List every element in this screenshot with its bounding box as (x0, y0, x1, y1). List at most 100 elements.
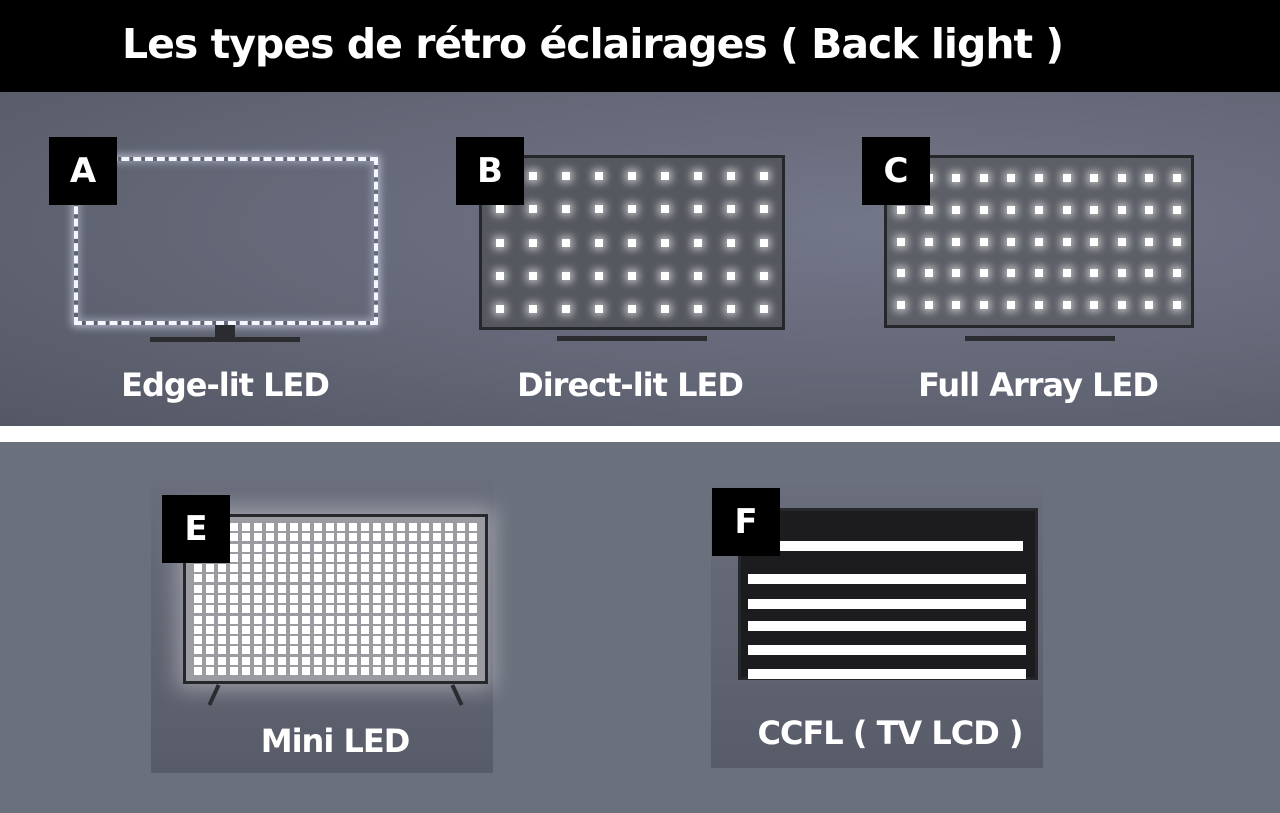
led-dot (361, 646, 370, 655)
led-dot (241, 625, 250, 634)
led-dot (313, 615, 322, 624)
led-dot (397, 595, 406, 603)
led-dot (217, 656, 226, 665)
led-dot (205, 595, 214, 603)
label-a: A (49, 137, 117, 205)
led-dot (433, 667, 442, 675)
led-dot (529, 205, 537, 214)
led-dot (277, 667, 286, 675)
led-dot (628, 305, 636, 313)
led-dot (229, 646, 238, 655)
led-dot (373, 564, 382, 573)
led-dot (265, 553, 274, 562)
led-dot (385, 656, 394, 665)
led-dot (217, 595, 226, 603)
led-dot (361, 625, 370, 634)
led-dot (325, 605, 334, 614)
label-f: F (712, 488, 780, 556)
led-dot (979, 174, 988, 182)
led-dot (373, 636, 382, 645)
led-dot (397, 564, 406, 573)
led-dot (1062, 205, 1071, 214)
led-dot (361, 595, 370, 603)
led-dot (217, 636, 226, 645)
led-dot (194, 636, 202, 645)
led-dot (325, 543, 334, 552)
led-dot (361, 553, 370, 562)
led-dot (760, 172, 768, 180)
led-dot (385, 543, 394, 552)
led-dot (349, 553, 358, 562)
led-dot (727, 305, 735, 313)
led-dot (349, 667, 358, 675)
led-dot (469, 574, 477, 583)
led-dot (277, 564, 286, 573)
led-dot (194, 574, 202, 583)
led-dot (529, 305, 537, 313)
led-dot (337, 564, 346, 573)
led-dot (1145, 205, 1154, 214)
led-dot (385, 584, 394, 593)
led-dot (952, 237, 961, 246)
led-dot (433, 625, 442, 634)
led-dot (433, 615, 442, 624)
led-dot (301, 605, 310, 614)
led-dot (265, 533, 274, 542)
led-dot (301, 636, 310, 645)
led-dot (349, 543, 358, 552)
led-dot (313, 605, 322, 614)
led-dot (1117, 174, 1126, 182)
led-dot (194, 656, 202, 665)
led-dot (241, 523, 250, 531)
led-dot (229, 574, 238, 583)
led-dot (289, 553, 298, 562)
led-dot (409, 625, 418, 634)
led-dot (361, 656, 370, 665)
led-dot (194, 667, 202, 675)
led-dot (301, 574, 310, 583)
led-dot (217, 564, 226, 573)
led-dot (229, 667, 238, 675)
led-dot (457, 595, 466, 603)
led-dot (397, 667, 406, 675)
led-dot (337, 625, 346, 634)
led-dot (1090, 269, 1099, 278)
led-dot (694, 172, 702, 180)
led-dot (337, 667, 346, 675)
led-dot (241, 553, 250, 562)
led-dot (325, 574, 334, 583)
led-dot (325, 615, 334, 624)
led-dot (469, 564, 477, 573)
led-dot (253, 533, 262, 542)
led-dot (373, 553, 382, 562)
led-dot (265, 574, 274, 583)
led-dot (361, 574, 370, 583)
led-dot (253, 523, 262, 531)
led-dot (760, 238, 768, 247)
caption-full-array: Full Array LED (918, 366, 1159, 404)
led-dot (433, 543, 442, 552)
led-dot (313, 636, 322, 645)
led-dot (325, 636, 334, 645)
led-dot (469, 523, 477, 531)
led-dot (385, 533, 394, 542)
led-dot (205, 625, 214, 634)
led-dot (433, 553, 442, 562)
led-dot (337, 584, 346, 593)
led-dot (952, 205, 961, 214)
led-dot (694, 271, 702, 280)
led-dot (979, 269, 988, 278)
led-dot (229, 564, 238, 573)
led-dot (385, 553, 394, 562)
led-dot (373, 605, 382, 614)
led-dot (433, 584, 442, 593)
led-dot (313, 584, 322, 593)
led-dot (445, 574, 454, 583)
led-dot (1007, 301, 1016, 309)
ccfl-lamp (779, 541, 1023, 551)
led-dot (313, 564, 322, 573)
led-dot (1117, 205, 1126, 214)
led-dot (229, 553, 238, 562)
led-dot (433, 564, 442, 573)
led-dot (373, 584, 382, 593)
